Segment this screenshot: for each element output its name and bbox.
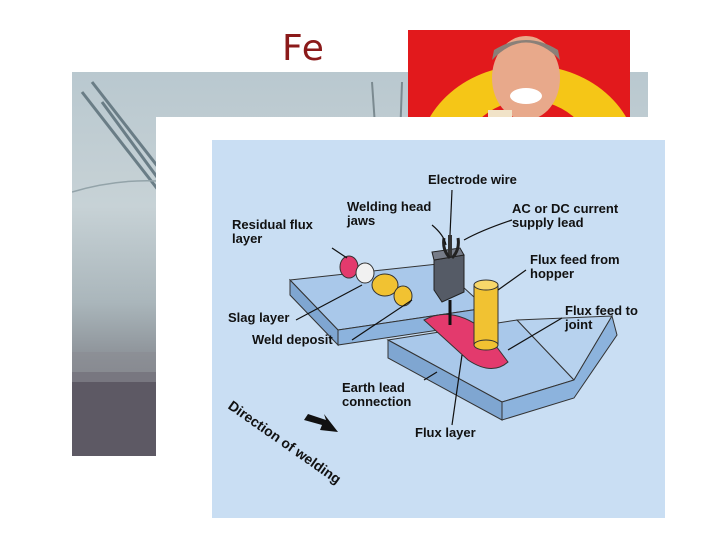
label-weld-deposit: Weld deposit xyxy=(252,332,333,347)
submerged-arc-welding-diagram: Electrode wire Welding head jaws AC or D… xyxy=(212,140,665,518)
label-flux-layer: Flux layer xyxy=(415,425,476,440)
label-welding-head-jaws: Welding head jaws xyxy=(347,199,432,228)
label-current-supply-lead: AC or DC current supply lead xyxy=(512,201,619,230)
label-slag-layer: Slag layer xyxy=(228,310,290,325)
label-flux-feed-from-hopper: Flux feed from hopper xyxy=(530,252,620,281)
label-earth-lead-connection: Earth lead connection xyxy=(342,380,412,409)
label-flux-feed-to-joint: Flux feed to joint xyxy=(565,303,638,332)
label-residual-flux-layer: Residual flux layer xyxy=(232,217,313,246)
flux-feed-tube xyxy=(473,279,499,351)
label-electrode-wire: Electrode wire xyxy=(428,172,517,187)
slide-title: Fe xyxy=(282,28,325,69)
welding-head xyxy=(431,235,465,325)
direction-arrow xyxy=(304,414,338,432)
residual-flux xyxy=(339,255,413,307)
